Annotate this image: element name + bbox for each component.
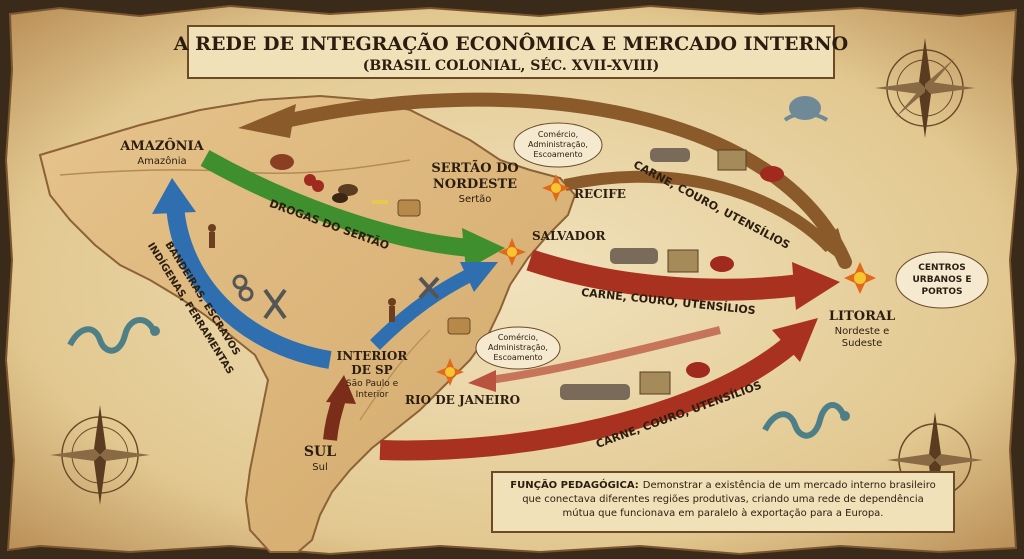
sea-serpent-icon	[67, 317, 160, 354]
arrowhead	[468, 370, 496, 392]
hide-bundle-icon	[639, 371, 671, 395]
region-sp-sub-1: São Paulo e	[346, 379, 399, 389]
footer-line-3: mútua que funcionava em paralelo à expor…	[562, 507, 883, 519]
flow-arrow-blue-left	[166, 204, 332, 369]
compass-rose-icon	[50, 405, 150, 505]
bubble-rio-3: Escoamento	[493, 353, 542, 362]
coffee-berries-icon	[304, 174, 324, 192]
tools-icon	[263, 288, 287, 320]
region-sul-sub: Sul	[312, 462, 327, 473]
basket-icon	[447, 317, 471, 335]
city-marker-icon	[542, 174, 570, 202]
city-recife: RECIFE	[574, 187, 626, 201]
footer-label: FUNÇÃO PEDAGÓGICA:	[510, 478, 638, 491]
meat-icon	[686, 362, 710, 378]
flow-arrow-red-rio	[489, 326, 721, 384]
river	[359, 329, 431, 421]
bubble-recife-3: Escoamento	[533, 150, 582, 159]
region-amazonia: AMAZÔNIA	[119, 137, 204, 154]
region-sertao-1: SERTÃO DO	[431, 160, 518, 176]
meat-icon	[760, 166, 784, 182]
region-litoral-sub-1: Nordeste e	[835, 326, 890, 337]
region-sertao-2: NORDESTE	[433, 177, 517, 192]
arrowhead	[772, 318, 818, 362]
cattle-icon	[560, 384, 630, 400]
cocoa-pod-icon	[270, 154, 294, 170]
flow-arrow-brown-top	[283, 92, 852, 269]
compass-rose-icon	[875, 38, 975, 138]
bubble-centros-2: URBANOS E	[912, 275, 971, 285]
cattle-icon	[650, 148, 690, 162]
arrowhead	[152, 178, 196, 214]
bubble-rio-2: Administração,	[488, 343, 548, 352]
bubble-recife: Comércio, Administração, Escoamento	[513, 122, 603, 168]
meat-icon	[710, 256, 734, 272]
region-sp-sub-2: Interior	[356, 390, 389, 400]
sea-creature-icon	[783, 96, 829, 122]
bubble-centros-3: PORTOS	[921, 287, 962, 297]
region-sp-2: DE SP	[351, 363, 392, 377]
arrowhead	[326, 375, 356, 404]
region-sertao-sub: Sertão	[459, 194, 492, 205]
title-main: A REDE DE INTEGRAÇÃO ECONÔMICA E MERCADO…	[173, 32, 848, 55]
title-sub: (BRASIL COLONIAL, SÉC. XVII-XVIII)	[363, 56, 660, 74]
city-marker-icon	[498, 238, 526, 266]
arrowhead	[792, 262, 840, 310]
bubble-rio: Comércio, Administração, Escoamento	[475, 326, 561, 370]
indigenous-figure-icon	[208, 224, 216, 248]
title-banner	[187, 25, 835, 79]
footer-line-1: FUNÇÃO PEDAGÓGICA: Demonstrar a existênci…	[510, 478, 935, 491]
hide-bundle-icon	[717, 149, 747, 171]
vanilla-icon	[372, 200, 388, 204]
hide-bundle-icon	[667, 249, 699, 273]
arrowhead	[460, 262, 498, 292]
flow-arrow-brown-recife	[563, 170, 835, 253]
arrowhead	[462, 228, 505, 270]
flow-arrow-red-sul-litoral	[379, 337, 797, 461]
cattle-icon	[610, 248, 658, 264]
bubble-centros: CENTROS URBANOS E PORTOS	[895, 251, 989, 309]
arrowhead	[816, 228, 850, 268]
region-sp-1: INTERIOR	[337, 349, 409, 363]
bubble-recife-2: Administração,	[528, 140, 588, 149]
bubble-recife-1: Comércio,	[538, 129, 578, 139]
region-sul: SUL	[304, 444, 336, 460]
indigenous-figure-icon	[388, 298, 396, 322]
region-litoral-sub-2: Sudeste	[842, 338, 882, 349]
flow-arrow-red-salvador	[526, 249, 802, 301]
footer-text-1: Demonstrar a existência de um mercado in…	[643, 479, 936, 491]
seeds-icon	[332, 184, 358, 203]
chain-icon	[232, 274, 254, 302]
city-salvador: SALVADOR	[532, 229, 607, 243]
footer-box	[491, 471, 955, 533]
tools-icon	[418, 276, 440, 300]
basket-icon	[397, 199, 421, 217]
region-litoral: LITORAL	[829, 309, 895, 324]
city-marker-icon	[436, 358, 464, 386]
flow-arrow-green	[200, 150, 471, 257]
city-rio: RIO DE JANEIRO	[405, 393, 520, 407]
footer-line-2: que conectava diferentes regiões produti…	[522, 493, 924, 505]
flow-arrow-blue-right	[370, 268, 474, 350]
bubble-rio-1: Comércio,	[498, 332, 538, 342]
bubble-centros-1: CENTROS	[918, 263, 966, 273]
sea-serpent-icon	[762, 402, 850, 439]
region-amazonia-sub: Amazônia	[137, 155, 186, 167]
city-marker-icon	[844, 262, 876, 294]
arrowhead	[238, 104, 296, 138]
